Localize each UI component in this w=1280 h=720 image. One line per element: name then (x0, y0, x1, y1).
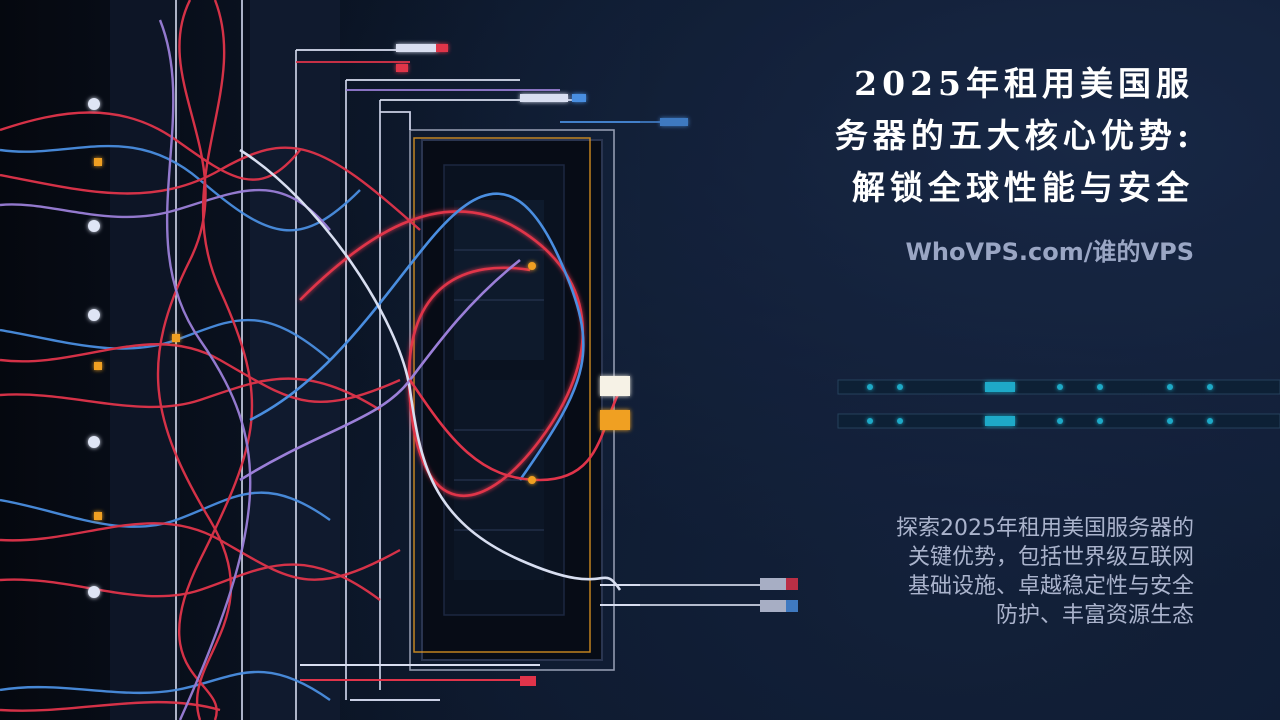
top-plugs (396, 44, 688, 126)
vertical-rails (175, 0, 381, 720)
description-line: 基础设施、卓越稳定性与安全 (907, 574, 1194, 599)
top-cables (296, 49, 680, 130)
server-chassis (409, 129, 615, 671)
bottom-cables (300, 578, 798, 701)
title-line: 2025年租用美国服 (854, 64, 1194, 103)
left-wiring (0, 0, 421, 720)
fiber-cables (600, 376, 1280, 430)
description-line: 关键优势，包括世界级互联网 (907, 545, 1194, 570)
description: 探索2025年租用美国服务器的 关键优势，包括世界级互联网 基础设施、卓越稳定性… (774, 514, 1194, 630)
title-line: 务器的五大核心优势: (834, 116, 1194, 155)
background-texture (640, 0, 1280, 720)
description-line: 探索2025年租用美国服务器的 (896, 516, 1194, 541)
description-line: 防护、丰富资源生态 (995, 603, 1194, 628)
site-watermark: WhoVPS.com/谁的VPS (905, 238, 1194, 266)
rack-column (110, 0, 180, 720)
amber-leds (94, 158, 536, 520)
page-title: 2025年租用美国服 务器的五大核心优势: 解锁全球性能与安全 (674, 58, 1194, 214)
left-connectors (88, 98, 100, 598)
title-line: 解锁全球性能与安全 (852, 168, 1194, 207)
